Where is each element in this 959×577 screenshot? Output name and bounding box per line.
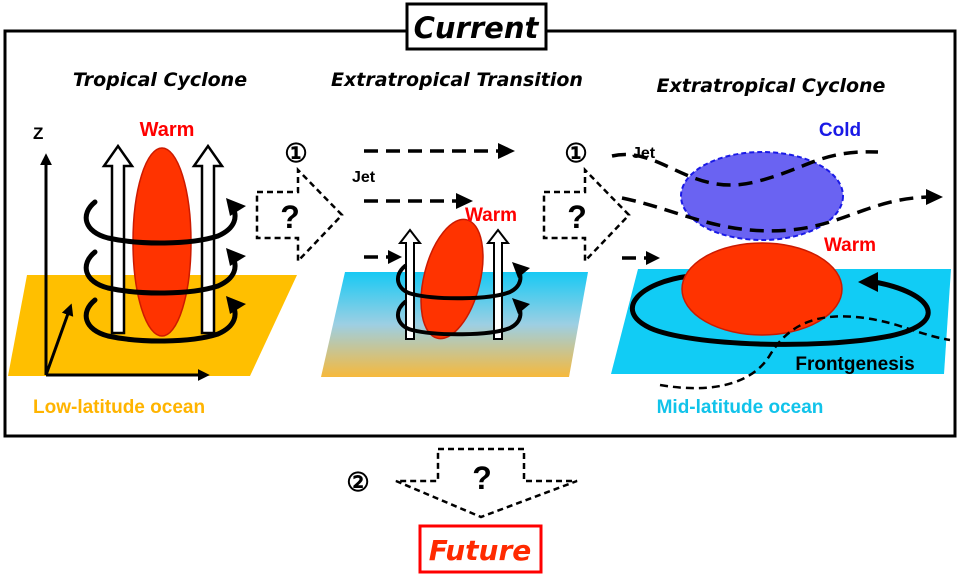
transition-heading: Extratropical Transition (331, 69, 583, 91)
question-mark-left: ? (280, 199, 300, 235)
question-arrow-right-icon (542, 166, 631, 265)
z-axis-label: Z (33, 124, 43, 143)
panel-extratropical-transition: Extratropical Transition Jet Warm (321, 69, 588, 377)
current-title-box (405, 2, 548, 51)
step1-marker-left: ① (284, 138, 307, 168)
step2-arrow: ② ? (346, 447, 578, 519)
current-title: Current (414, 11, 540, 45)
step2-marker: ② (346, 467, 369, 497)
cold-label: Cold (819, 120, 861, 141)
warm-core-icon (420, 218, 484, 340)
question-mark-down: ? (472, 460, 492, 496)
mid-latitude-ocean-label: Mid-latitude ocean (657, 397, 824, 418)
extratropical-jet-label: Jet (632, 145, 656, 162)
rotation-arrows-icon (395, 262, 530, 337)
updraft-arrow-right-icon (485, 228, 511, 340)
cold-core-icon (680, 151, 844, 241)
rotation-arrowhead-icon (858, 272, 878, 292)
rotation-arrows-icon (83, 198, 246, 344)
jet-arrowhead-icon (456, 193, 473, 209)
jet-arrows-icon (364, 149, 502, 259)
step1-arrow-right: ① ? (542, 138, 631, 265)
jet-curves-icon (611, 150, 931, 260)
panel-tropical-cyclone: Tropical Cyclone Z Warm Low-latitude oce… (8, 69, 297, 418)
question-mark-right: ? (567, 199, 587, 235)
frontgenesis-label: Frontgenesis (795, 354, 914, 375)
jet-arrowhead-icon (926, 189, 943, 205)
tropical-warm-label: Warm (140, 119, 195, 141)
tropical-heading: Tropical Cyclone (73, 69, 247, 91)
step1-arrow-left: ① ? (255, 138, 344, 265)
jet-arrowhead-icon (646, 251, 660, 265)
transition-jet-label: Jet (352, 169, 376, 186)
step1-marker-right: ① (564, 138, 587, 168)
panel-extratropical-cyclone: Extratropical Cyclone Cold Jet Warm Fron… (611, 75, 951, 418)
warm-core-icon (681, 242, 843, 336)
extratropical-heading: Extratropical Cyclone (657, 75, 886, 97)
front-line-icon (659, 315, 951, 390)
future-label: Future (429, 534, 532, 567)
transition-warm-label: Warm (465, 205, 517, 226)
updraft-arrow-left-icon (397, 228, 423, 340)
question-arrow-right-icon (255, 166, 344, 265)
future-box (418, 524, 543, 574)
jet-arrowhead-icon (388, 250, 402, 264)
jet-arrowhead-icon (498, 143, 515, 159)
extratropical-warm-label: Warm (824, 235, 876, 256)
low-latitude-ocean-label: Low-latitude ocean (33, 397, 205, 418)
axes-icon (40, 153, 210, 381)
question-arrow-down-icon (395, 447, 578, 519)
